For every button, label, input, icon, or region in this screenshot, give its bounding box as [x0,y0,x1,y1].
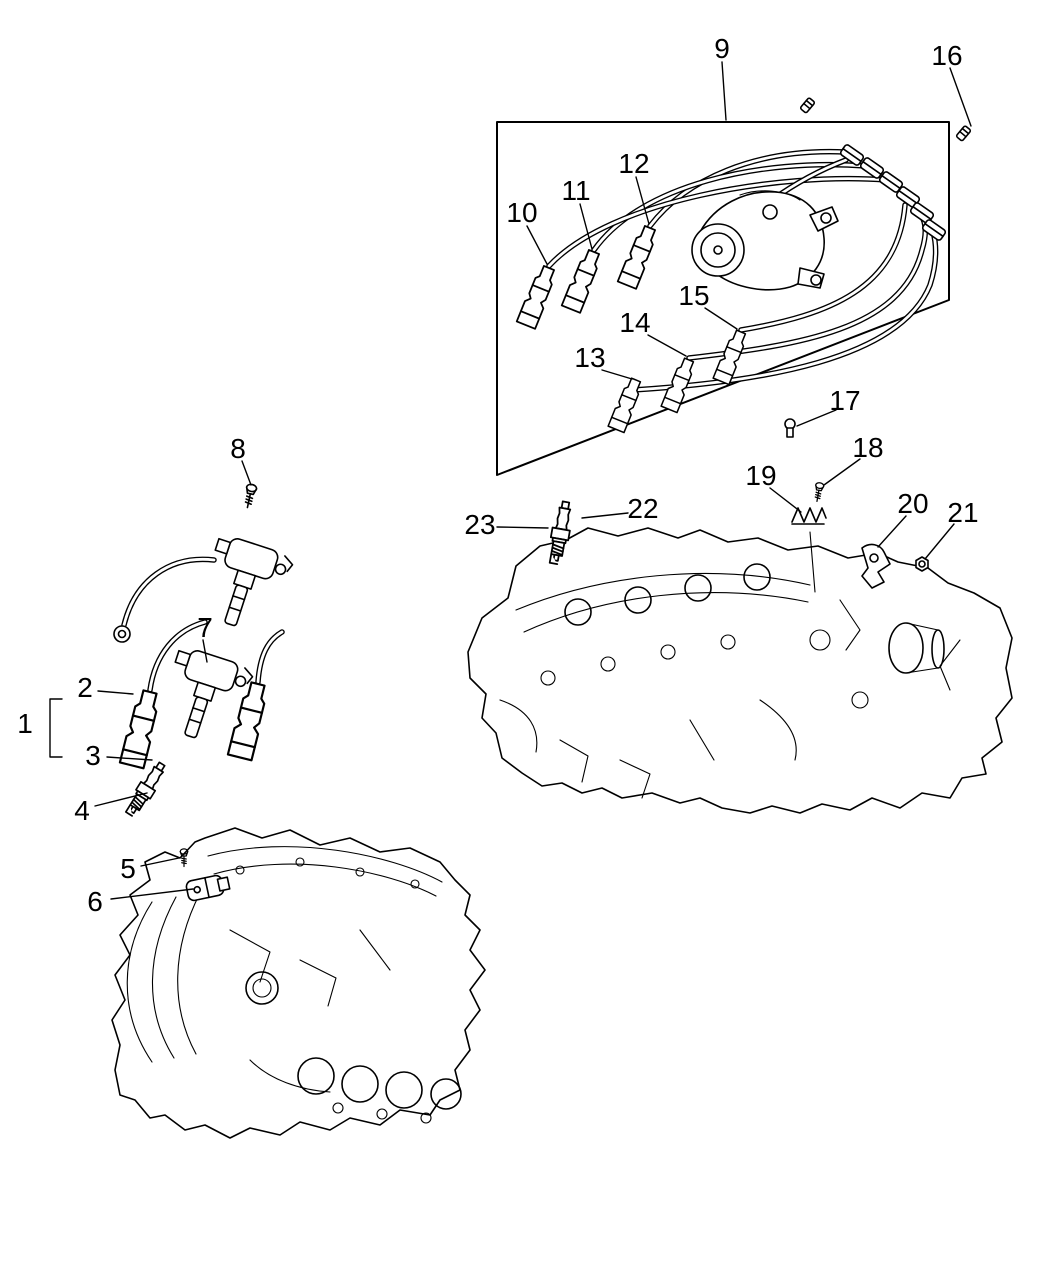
callout-labels: 1 2 3 4 5 6 7 8 9 10 11 12 13 14 15 16 1… [17,33,978,917]
callout-5: 5 [120,853,136,884]
clip-19 [791,507,827,525]
screw-18 [812,481,825,503]
callout-12: 12 [618,148,649,179]
callout-9: 9 [714,33,730,64]
grommet-17 [784,418,796,438]
callout-20: 20 [897,488,928,519]
nut-21 [915,556,929,572]
cable-boot-12 [616,223,661,290]
bracket-line-1 [49,698,63,758]
callout-7: 7 [197,612,213,643]
mounting-studs-16 [799,96,972,143]
callout-4: 4 [74,795,90,826]
callout-21: 21 [947,497,978,528]
callout-13: 13 [574,342,605,373]
cable-set-box [496,121,950,476]
callout-23: 23 [464,509,495,540]
callout-19: 19 [745,460,776,491]
callout-11: 11 [561,175,590,206]
coil-harness [113,556,217,643]
callout-18: 18 [852,432,883,463]
callout-2: 2 [77,672,93,703]
cable-2 [118,619,208,770]
callout-1: 1 [17,708,33,739]
cable-terminals [838,142,948,243]
callout-8: 8 [230,433,246,464]
cable-3 [226,629,285,762]
leader-lines [49,61,972,900]
spark-plug-4 [122,758,170,821]
bracket-20 [861,543,891,589]
screw-8 [241,482,259,510]
callout-10: 10 [506,197,537,228]
callout-15: 15 [678,280,709,311]
cable-boot-11 [560,247,605,314]
spark-plug-22 [545,499,576,567]
callout-16: 16 [931,40,962,71]
cable-boot-10 [515,263,560,330]
callout-6: 6 [87,886,103,917]
engine-assembly-left [111,827,486,1139]
callout-22: 22 [627,493,658,524]
callout-3: 3 [85,740,101,771]
ignition-coil-pack [691,190,839,291]
engine-assembly-right [467,527,1013,814]
sensor-6 [185,874,231,902]
cable-boot-13 [607,376,645,434]
callout-14: 14 [619,307,650,338]
callout-17: 17 [829,385,860,416]
